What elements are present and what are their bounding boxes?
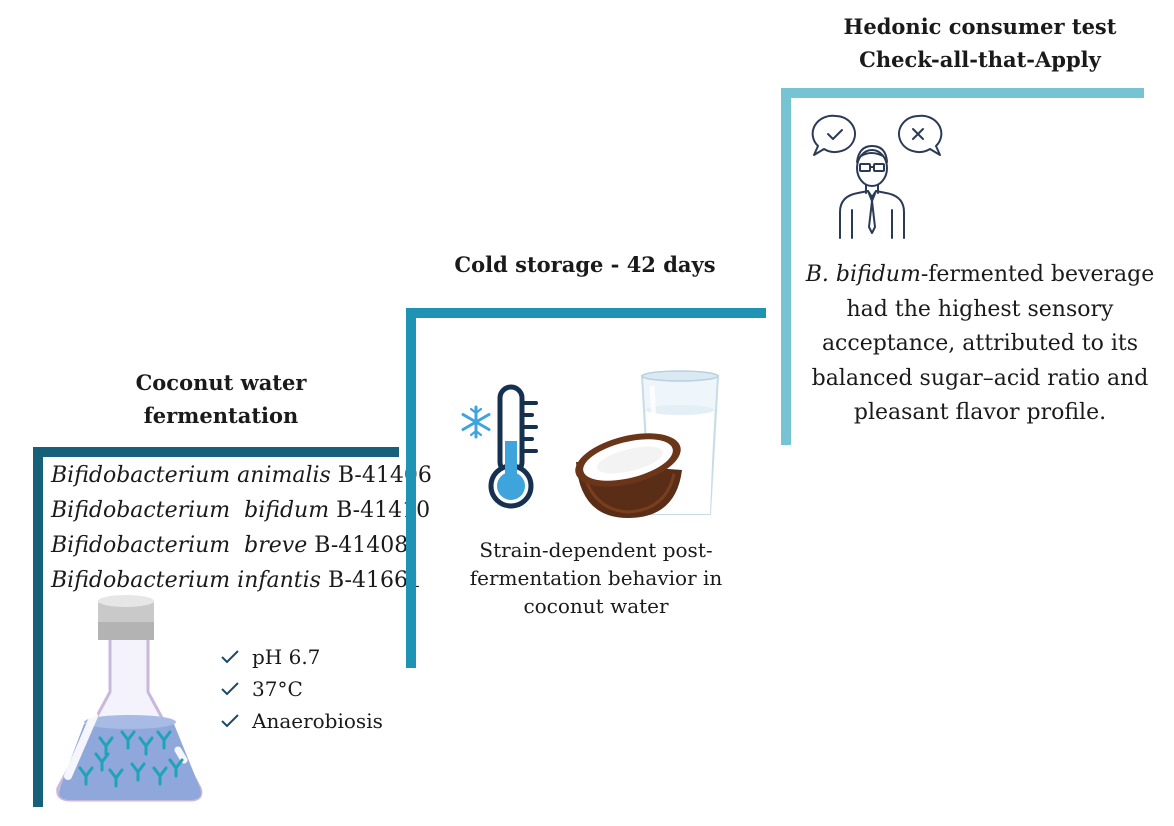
result-line1-rest: -fermented beverage: [920, 262, 1155, 287]
step2-bar-horizontal: [406, 308, 766, 318]
condition-item: Anaerobiosis: [220, 705, 383, 737]
step1-title-line2: fermentation: [143, 403, 299, 428]
snowflake-icon: [461, 405, 491, 439]
step2-caption-line1: Strain-dependent post-: [479, 538, 713, 562]
consumer-evaluator-icon: [811, 114, 943, 239]
condition-label: Anaerobiosis: [252, 709, 383, 733]
checkmark-icon: [221, 682, 239, 696]
step3-result-line4: balanced sugar–acid ratio and: [811, 365, 1149, 391]
step1-bar-horizontal: [33, 447, 399, 457]
step3-result-line1: B. bifidum-fermented beverage: [800, 258, 1160, 293]
step3-bar-vertical: [781, 88, 791, 445]
result-species: B. bifidum: [805, 262, 921, 287]
checkmark-icon: [221, 714, 239, 728]
strain-item: Bifidobacterium animalis B-41406: [51, 463, 432, 488]
strain-list: Bifidobacterium animalis B-41406 Bifidob…: [51, 458, 432, 598]
condition-label: pH 6.7: [252, 645, 321, 669]
step3-result-line5: pleasant flavor profile.: [853, 400, 1107, 425]
step3-title: Hedonic consumer test Check-all-that-App…: [830, 10, 1130, 76]
strain-item: Bifidobacterium breve B-41408: [51, 533, 409, 558]
step3-result-line3: acceptance, attributed to its: [821, 331, 1139, 356]
conditions-list: pH 6.7 37°C Anaerobiosis: [220, 641, 383, 737]
condition-item: 37°C: [220, 673, 383, 705]
step2-bar-vertical: [406, 308, 416, 668]
step3-bar-horizontal: [781, 88, 1144, 98]
step1-title-line1: Coconut water: [135, 370, 307, 395]
step2-caption-line3: coconut water: [523, 594, 669, 618]
step2-title: Cold storage - 42 days: [454, 252, 716, 277]
erlenmeyer-flask-icon: [56, 595, 203, 802]
checkmark-icon: [221, 650, 239, 664]
step2-caption-line2: fermentation behavior in: [469, 566, 723, 590]
condition-label: 37°C: [252, 677, 303, 701]
step3-title-line1: Hedonic consumer test: [843, 14, 1117, 39]
thermometer-icon: [488, 384, 538, 509]
step3-result: B. bifidum-fermented beverage had the hi…: [800, 258, 1160, 431]
condition-item: pH 6.7: [220, 641, 383, 673]
step1-bar-vertical: [33, 447, 43, 807]
step3-result-line2: had the highest sensory: [846, 296, 1114, 322]
step2-caption: Strain-dependent post- fermentation beha…: [456, 536, 736, 620]
step3-title-line2: Check-all-that-Apply: [859, 47, 1101, 72]
step1-title: Coconut water fermentation: [116, 366, 326, 432]
coconut-icon: [575, 433, 682, 518]
strain-item: Bifidobacterium bifidum B-41410: [51, 498, 431, 523]
